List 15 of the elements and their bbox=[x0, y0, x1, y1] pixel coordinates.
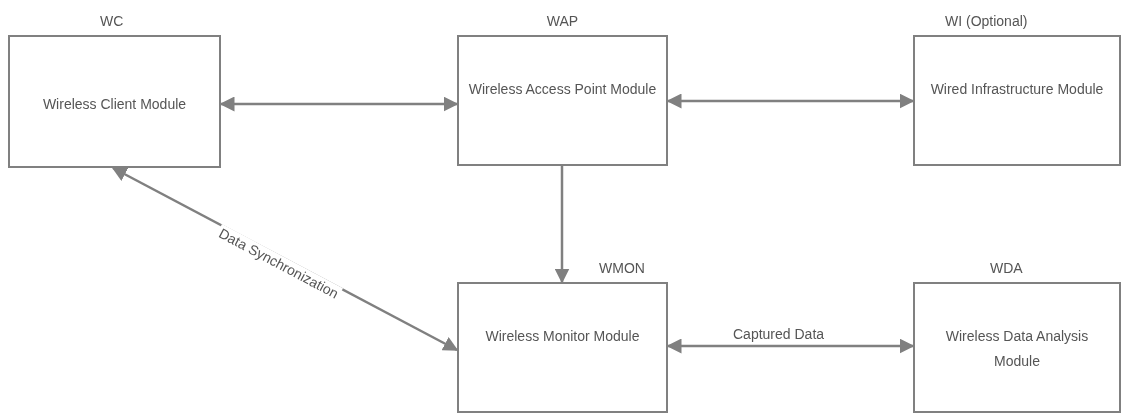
module-abbreviation: WC bbox=[100, 13, 124, 29]
module-name: Wired Infrastructure Module bbox=[929, 80, 1105, 99]
arrow bbox=[554, 166, 570, 284]
module-name: Wireless Client Module bbox=[41, 95, 188, 114]
module-abbreviation: WI (Optional) bbox=[945, 13, 1028, 29]
module-name: Wireless Data Analysis Module bbox=[944, 327, 1090, 371]
edge-label: Captured Data bbox=[731, 326, 827, 342]
arrow bbox=[666, 338, 915, 354]
arrow bbox=[219, 96, 459, 112]
module-name: Wireless Monitor Module bbox=[484, 327, 641, 346]
module-name: Wireless Access Point Module bbox=[467, 80, 658, 99]
module-abbreviation: WAP bbox=[546, 13, 579, 29]
module-abbreviation: WMON bbox=[599, 260, 645, 276]
module-abbreviation: WDA bbox=[990, 260, 1023, 276]
arrow bbox=[666, 93, 915, 109]
